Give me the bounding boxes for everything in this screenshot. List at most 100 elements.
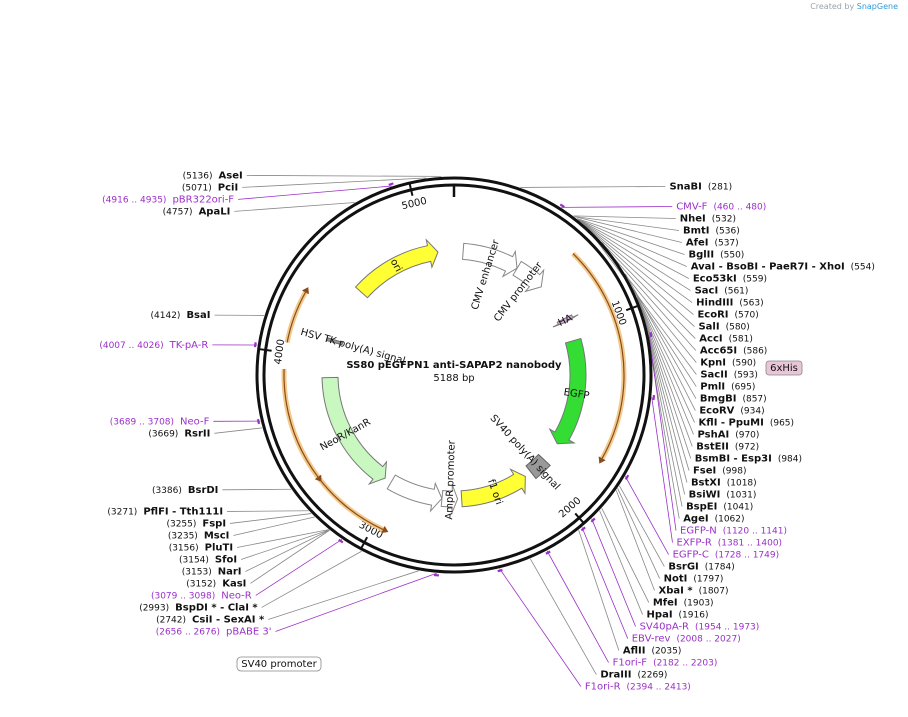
label-name: EBV-rev [632,634,671,645]
his-tag-badge: 6xHis [765,360,803,376]
site-label: BstEII(972) [696,442,759,453]
label-name: AfeI [686,238,709,249]
label-position: (563) [739,299,763,309]
site-leader-line [574,216,680,231]
site-label: BspEI(1041) [686,502,753,513]
site-label: SnaBI (281) [669,181,732,192]
label-position: (972) [735,443,759,453]
label-position: (4007 .. 4026) [99,341,163,351]
site-leader-line [619,485,665,567]
label-name: SacI [695,286,719,297]
site-leader-line [637,298,694,435]
primer-binding-mark [338,538,344,544]
label-position: (561) [724,287,748,297]
tick-mark [625,304,639,312]
label-name: F1ori-R [585,682,621,693]
primer-binding-mark [649,332,653,338]
site-leader-line [250,529,330,584]
label-name: NheI [680,214,706,225]
sv40-promoter-box [236,656,322,672]
label-name: Neo-F [180,416,210,427]
site-label: Eco53kI(559) [693,274,767,285]
site-leader-line [245,529,330,572]
label-name: BglII [688,250,714,261]
label-name: F1ori-F [613,658,648,669]
site-label: XbaI *(1807) [659,586,729,597]
label-name: PluTI [205,542,233,553]
site-label: DraIII(2269) [600,670,667,681]
label-name: SnaBI [669,181,701,192]
site-leader-line [577,218,687,267]
label-position: (3386) [152,486,182,496]
site-leader-line [233,516,315,536]
site-label: (5136)AseI [183,170,243,181]
site-label: SalI(580) [698,322,749,333]
primer-leader-line [238,185,392,200]
primer-label: CMV-F(460 .. 480) [676,202,766,213]
site-label: (3271)PflFI - Tth111I [107,506,223,517]
primer-binding-mark [253,342,257,348]
label-position: (1916) [679,611,709,621]
site-label: (3669)RsrII [148,428,210,439]
primer-label: (3689 .. 3708)Neo-F [110,416,210,427]
site-label: BsrGI(1784) [668,562,734,573]
orf-arc-core [285,403,319,478]
site-leader-line [633,290,696,411]
site-leader-line [576,218,685,255]
label-position: (3271) [107,507,137,517]
label-name: MscI [204,530,230,541]
label-position: (586) [743,347,767,357]
primer-binding-mark [497,569,503,573]
label-position: (2394 .. 2413) [627,683,691,693]
primer-label: (2656 .. 2676)pBABE 3' [156,626,272,637]
site-label: BmgBI(857) [700,394,767,405]
label-position: (3154) [179,555,209,565]
site-leader-line [617,488,661,579]
label-position: (281) [708,182,732,192]
site-label: (2993)BspDI * - ClaI * [139,602,258,613]
site-label: (3154)SfoI [179,554,237,565]
his-tag-box [765,360,803,376]
label-position: (460 .. 480) [713,203,766,213]
site-leader-line [580,221,694,315]
label-name: BsrDI [188,485,219,496]
label-position: (536) [716,227,740,237]
label-position: (998) [722,467,746,477]
label-name: NotI [664,574,688,585]
his-tag-label: 6xHis [770,363,798,374]
site-leader-line [268,570,419,620]
label-position: (1381 .. 1400) [718,539,782,549]
site-leader-line [230,513,312,524]
tick-label: 4000 [273,339,287,366]
site-label: HpaI(1916) [647,610,709,621]
label-position: (2993) [139,603,169,613]
primer-label: F1ori-R (2394 .. 2413) [585,682,691,693]
site-label: FseI(998) [693,466,747,477]
label-name: SV40pA-R [640,622,689,633]
primer-leader-line [651,397,673,543]
site-leader-line [529,558,597,675]
label-name: AvaI - BsoBI - PaeR7I - XhoI [691,262,845,273]
feature-sv40-poly-a-signal [525,453,551,480]
label-position: (593) [734,371,758,381]
label-position: (1120 .. 1141) [723,527,787,537]
feature-label: ori [388,257,404,274]
site-leader-line [227,510,309,512]
site-leader-line [584,224,697,375]
label-name: BsrGI [668,562,698,573]
label-name: RsrII [184,428,210,439]
primer-leader-line [591,518,636,627]
feature-label: AmpR promoter [444,439,458,520]
site-leader-line [578,529,620,651]
primer-label: EBV-rev(2008 .. 2027) [632,634,741,645]
orf-arc-core [286,292,306,343]
primer-label: (4916 .. 4935)pBR322ori-F [102,194,234,205]
label-position: (1903) [684,599,714,609]
label-name: BsaI [186,310,210,321]
primer-leader-line [546,550,609,663]
label-name: BmgBI [700,394,737,405]
site-label: (3235)MscI [168,530,230,541]
label-position: (3079 .. 3098) [151,591,215,601]
primer-leader-line [561,206,673,208]
site-leader-line [574,216,682,243]
